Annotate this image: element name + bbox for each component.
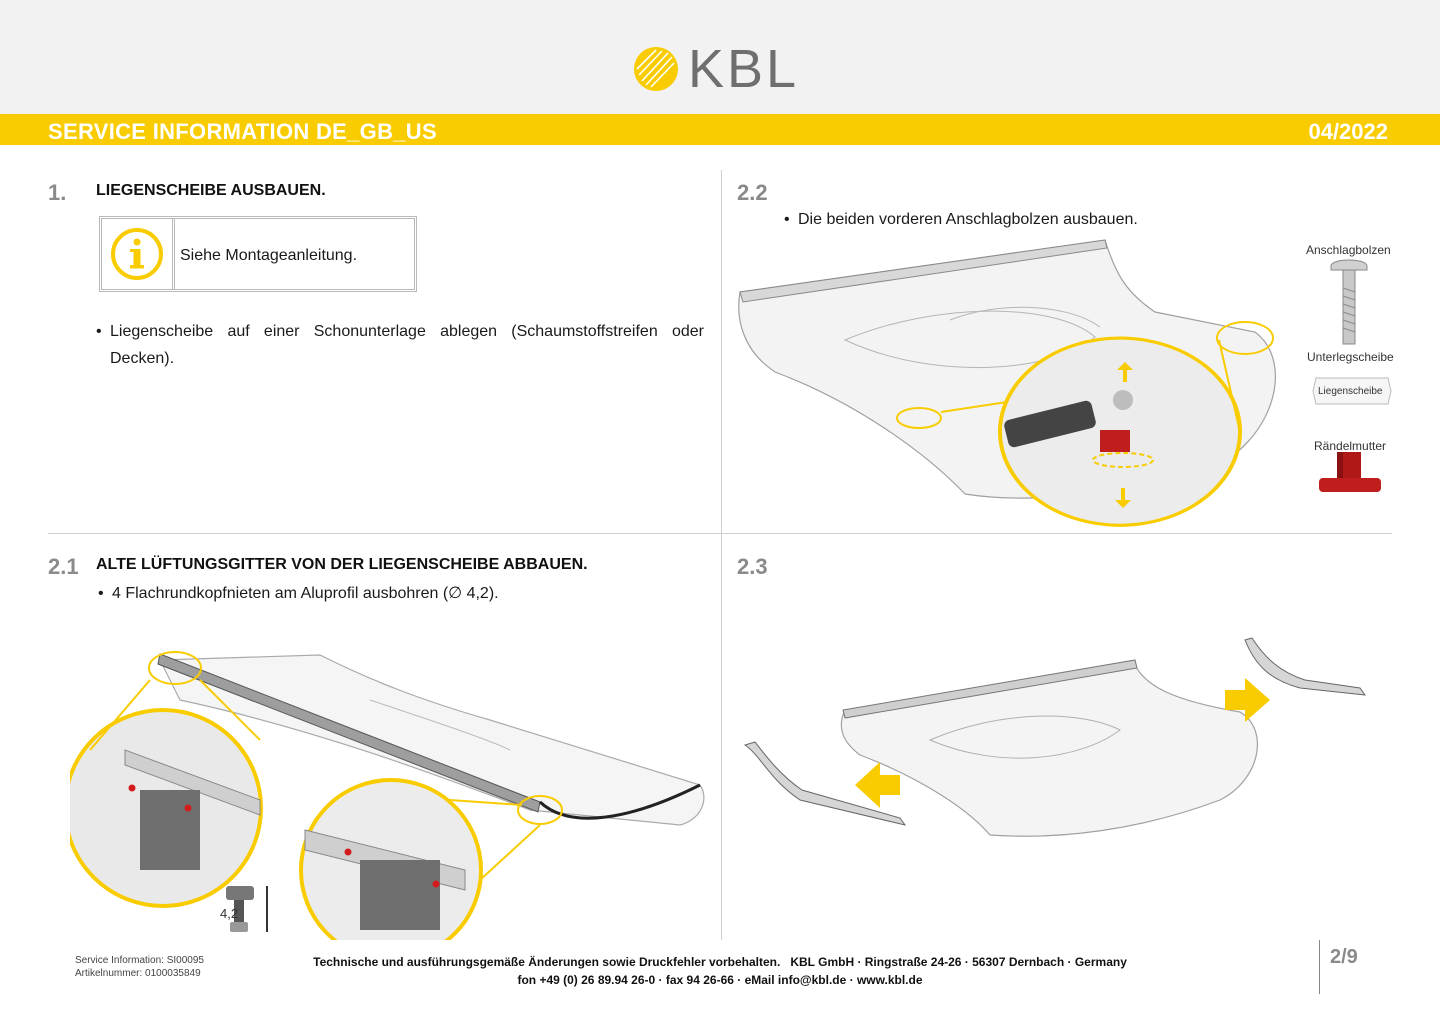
article-number: Artikelnummer: 0100035849 bbox=[75, 968, 201, 979]
logo-text: KBL bbox=[688, 39, 800, 99]
sun-logo-icon bbox=[634, 47, 678, 91]
step-2-2-bullet: •Die beiden vorderen Anschlagbolzen ausb… bbox=[784, 206, 1224, 233]
service-info-number: Service Information: SI00095 bbox=[75, 955, 204, 966]
footer-company-info: Technische und ausführungsgemäße Änderun… bbox=[300, 953, 1140, 989]
footer-line-1: Technische und ausführungsgemäße Änderun… bbox=[313, 955, 1127, 969]
footer-separator bbox=[1319, 940, 1320, 994]
lounger-disc-illustration-2-2 bbox=[738, 239, 1276, 527]
document-title: SERVICE INFORMATION DE_GB_US bbox=[48, 119, 437, 144]
vent-grill-illustration-2-1 bbox=[70, 651, 705, 940]
step-1-bullet: •Liegenscheibe auf einer Schonunterlage … bbox=[96, 318, 704, 372]
drill-icon bbox=[226, 886, 268, 932]
part-label-bolt: Anschlagbolzen bbox=[1306, 243, 1391, 257]
footer-line-2: fon +49 (0) 26 89.94 26-0 · fax 94 26-66… bbox=[517, 973, 923, 987]
step-2-1-number: 2.1 bbox=[48, 554, 79, 579]
part-label-washer: Unterlegscheibe bbox=[1307, 350, 1394, 364]
page-header bbox=[0, 0, 1440, 114]
info-box: Siehe Montageanleitung. bbox=[99, 216, 417, 292]
exploded-view-illustration-2-3 bbox=[743, 637, 1367, 837]
vertical-divider bbox=[721, 170, 722, 940]
step-1-number: 1. bbox=[48, 180, 67, 205]
title-band bbox=[0, 114, 1440, 145]
step-2-3-number: 2.3 bbox=[737, 554, 768, 579]
step-2-2-bullet-text: Die beiden vorderen Anschlagbolzen ausba… bbox=[798, 211, 1138, 228]
footer-meta: Service Information: SI00095 Artikelnumm… bbox=[75, 954, 204, 980]
bolt-icon bbox=[1330, 259, 1368, 345]
step-1-bullet-text: Liegenscheibe auf einer Schonunterlage a… bbox=[110, 323, 704, 367]
page-number: 2/9 bbox=[1330, 946, 1358, 968]
disc-shape-icon bbox=[1312, 377, 1392, 405]
step-1-title: LIEGENSCHEIBE AUSBAUEN. bbox=[96, 182, 326, 199]
step-2-1-bullet-text: 4 Flachrundkopfnieten am Aluprofil ausbo… bbox=[112, 585, 499, 602]
part-label-disc: Liegenscheibe bbox=[1318, 386, 1383, 397]
info-icon-cell bbox=[102, 219, 175, 289]
horizontal-divider bbox=[48, 533, 1392, 534]
info-text: Siehe Montageanleitung. bbox=[180, 247, 358, 264]
kbl-logo: KBL bbox=[632, 42, 799, 96]
knurled-nut-icon bbox=[1319, 452, 1381, 492]
drill-size-label: 4,2 bbox=[220, 906, 239, 921]
part-label-nut: Rändelmutter bbox=[1314, 439, 1387, 453]
info-icon bbox=[111, 228, 163, 280]
step-2-1-title: ALTE LÜFTUNGSGITTER VON DER LIEGENSCHEIB… bbox=[96, 556, 588, 573]
step-2-1-bullet: •4 Flachrundkopfnieten am Aluprofil ausb… bbox=[98, 580, 698, 607]
step-2-2-number: 2.2 bbox=[737, 180, 768, 205]
document-date: 04/2022 bbox=[1308, 119, 1388, 144]
